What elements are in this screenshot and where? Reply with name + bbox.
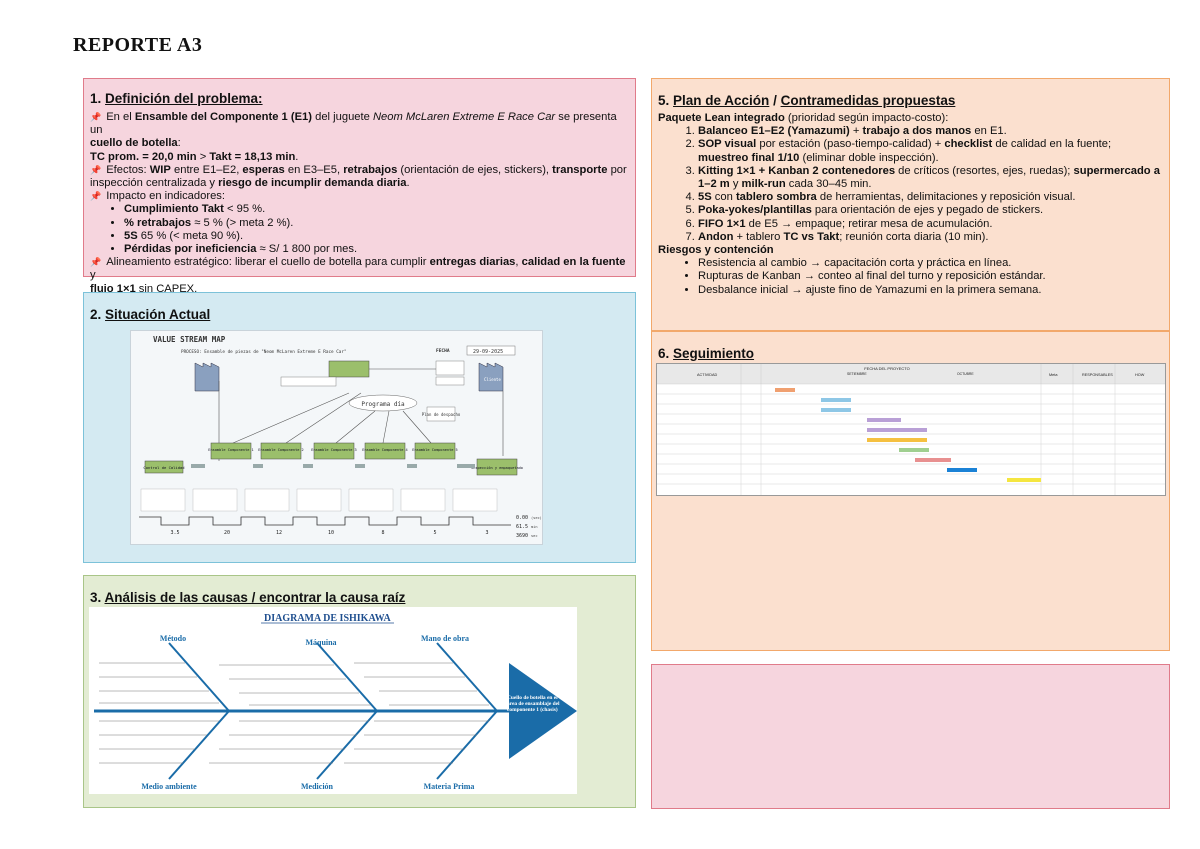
gantt-col-resp: RESPONSABLES (1082, 373, 1113, 377)
gantt-col-activity: ACTIVIDAD (697, 373, 718, 377)
gantt-chart: FECHA DEL PROYECTO SETIEMBRE OCTUBRE ACT… (656, 363, 1166, 496)
station-label-1: Ensamble Componente 1 (208, 448, 253, 452)
vsm-title: VALUE STREAM MAP (153, 335, 226, 344)
station-label-5: Ensamble Componente 5 (412, 448, 457, 452)
production-control-box (328, 360, 370, 378)
vsm-program: Programa día (361, 401, 405, 408)
gantt-col-how: HOW (1135, 373, 1145, 377)
vsm-drawing: VALUE STREAM MAP PROCESO: Ensamble de pi… (139, 335, 542, 539)
station-box-2 (260, 442, 302, 460)
svg-text:sec: sec (531, 534, 538, 538)
fish-categories: Método Máquina Mano de obra Medio ambien… (141, 634, 474, 791)
vsm-forecast-box (435, 360, 465, 376)
section-1-title: 1. Definición del problema: (90, 91, 263, 106)
vsm-stations: Ensamble Componente 1 Ensamble Component… (208, 442, 458, 460)
cat-materia-prima: Materia Prima (424, 782, 475, 791)
fish-effect: Cuello de botella en el área de ensambla… (507, 695, 560, 713)
station-label-2: Ensamble Componente 2 (258, 448, 303, 452)
section-2-title: 2. Situación Actual (90, 307, 211, 322)
section-3-title: 3. Análisis de las causas / encontrar la… (90, 590, 406, 605)
vsm-order-box (280, 376, 337, 387)
svg-text:3: 3 (485, 530, 488, 536)
value-stream-map: VALUE STREAM MAP PROCESO: Ensamble de pi… (130, 330, 543, 545)
report-title: REPORTE A3 (73, 34, 203, 56)
vsm-timeline (139, 516, 511, 526)
action-plan-text: Paquete Lean integrado (prioridad según … (658, 112, 1164, 297)
vsm-units: (sec) min sec (531, 516, 542, 538)
section-5-title: 5. Plan de Acción / Contramedidas propue… (658, 93, 956, 108)
vsm-process: PROCESO: Ensamble de piezas de "Neom McL… (181, 349, 347, 355)
ishikawa-title: DIAGRAMA DE ISHIKAWA (264, 613, 391, 624)
svg-text:min: min (531, 525, 538, 529)
fish-bones (168, 642, 498, 780)
svg-text:(sec): (sec) (531, 516, 542, 520)
supplier-icon (194, 362, 220, 392)
station-box-1 (210, 442, 252, 460)
gantt-month-1: SETIEMBRE (847, 372, 867, 376)
station-box-4 (364, 442, 406, 460)
vsm-quality: Control de Calidad (143, 465, 184, 470)
fish-head (509, 663, 577, 759)
svg-text:3690: 3690 (516, 533, 528, 539)
vsm-timeline-values: 3.5 20 12 10 8 5 3 (170, 530, 488, 536)
vsm-plan: Plan de despacho (422, 412, 461, 417)
push-arrows (191, 464, 475, 468)
svg-text:10: 10 (328, 530, 334, 536)
station-label-4: Ensamble Componente 4 (362, 448, 407, 452)
station-box-5 (414, 442, 456, 460)
svg-text:12: 12 (276, 530, 282, 536)
packing-box (476, 458, 518, 476)
cat-maquina: Máquina (305, 638, 336, 647)
cat-mano-obra: Mano de obra (421, 634, 469, 643)
vsm-fecha: 29-09-2025 (473, 349, 503, 355)
section-6-title: 6. Seguimiento (658, 346, 755, 361)
vsm-fecha-box (466, 345, 516, 356)
panel-action-plan: 5. Plan de Acción / Contramedidas propue… (651, 78, 1170, 331)
gantt-month-2: OCTUBRE (957, 372, 974, 376)
ishikawa-diagram: DIAGRAMA DE ISHIKAWA Cuello de botella e… (89, 607, 577, 794)
quality-box (144, 460, 184, 474)
gantt-col-meta: Meta (1049, 373, 1058, 377)
svg-text:3.5: 3.5 (170, 530, 179, 536)
panel-empty (651, 664, 1170, 809)
cat-medicion: Medición (301, 782, 334, 791)
svg-text:0.00: 0.00 (516, 515, 528, 521)
program-ellipse (348, 394, 418, 412)
svg-text:61.5: 61.5 (516, 524, 528, 530)
svg-text:8: 8 (381, 530, 384, 536)
gantt-bars (775, 388, 1041, 482)
cat-medio-ambiente: Medio ambiente (141, 782, 197, 791)
station-box-3 (313, 442, 355, 460)
ishikawa-drawing: DIAGRAMA DE ISHIKAWA Cuello de botella e… (94, 613, 577, 791)
vsm-fecha-label: FECHA (436, 348, 450, 354)
vsm-orders-box (435, 376, 465, 386)
cat-metodo: Método (160, 634, 186, 643)
fish-causes (99, 662, 489, 764)
vsm-packing: Inspección y empaquetado (471, 466, 523, 470)
vsm-data-boxes (140, 488, 498, 512)
station-label-3: Ensamble Componente 3 (311, 448, 356, 452)
vsm-cliente: Cliente (484, 377, 501, 382)
vsm-totals: 0.00 61.5 3690 (516, 515, 528, 539)
gantt-grid (657, 364, 1165, 495)
gantt-drawing: FECHA DEL PROYECTO SETIEMBRE OCTUBRE ACT… (657, 364, 1165, 495)
info-flow-lines (218, 368, 504, 461)
panel-problem-definition: 1. Definición del problema: En el Ensamb… (83, 78, 636, 295)
problem-text: En el Ensamble del Componente 1 (E1) del… (90, 111, 630, 296)
gantt-header: FECHA DEL PROYECTO (864, 366, 910, 371)
svg-text:20: 20 (224, 530, 230, 536)
svg-text:5: 5 (433, 530, 436, 536)
customer-icon (478, 362, 504, 392)
plan-box (426, 406, 456, 422)
